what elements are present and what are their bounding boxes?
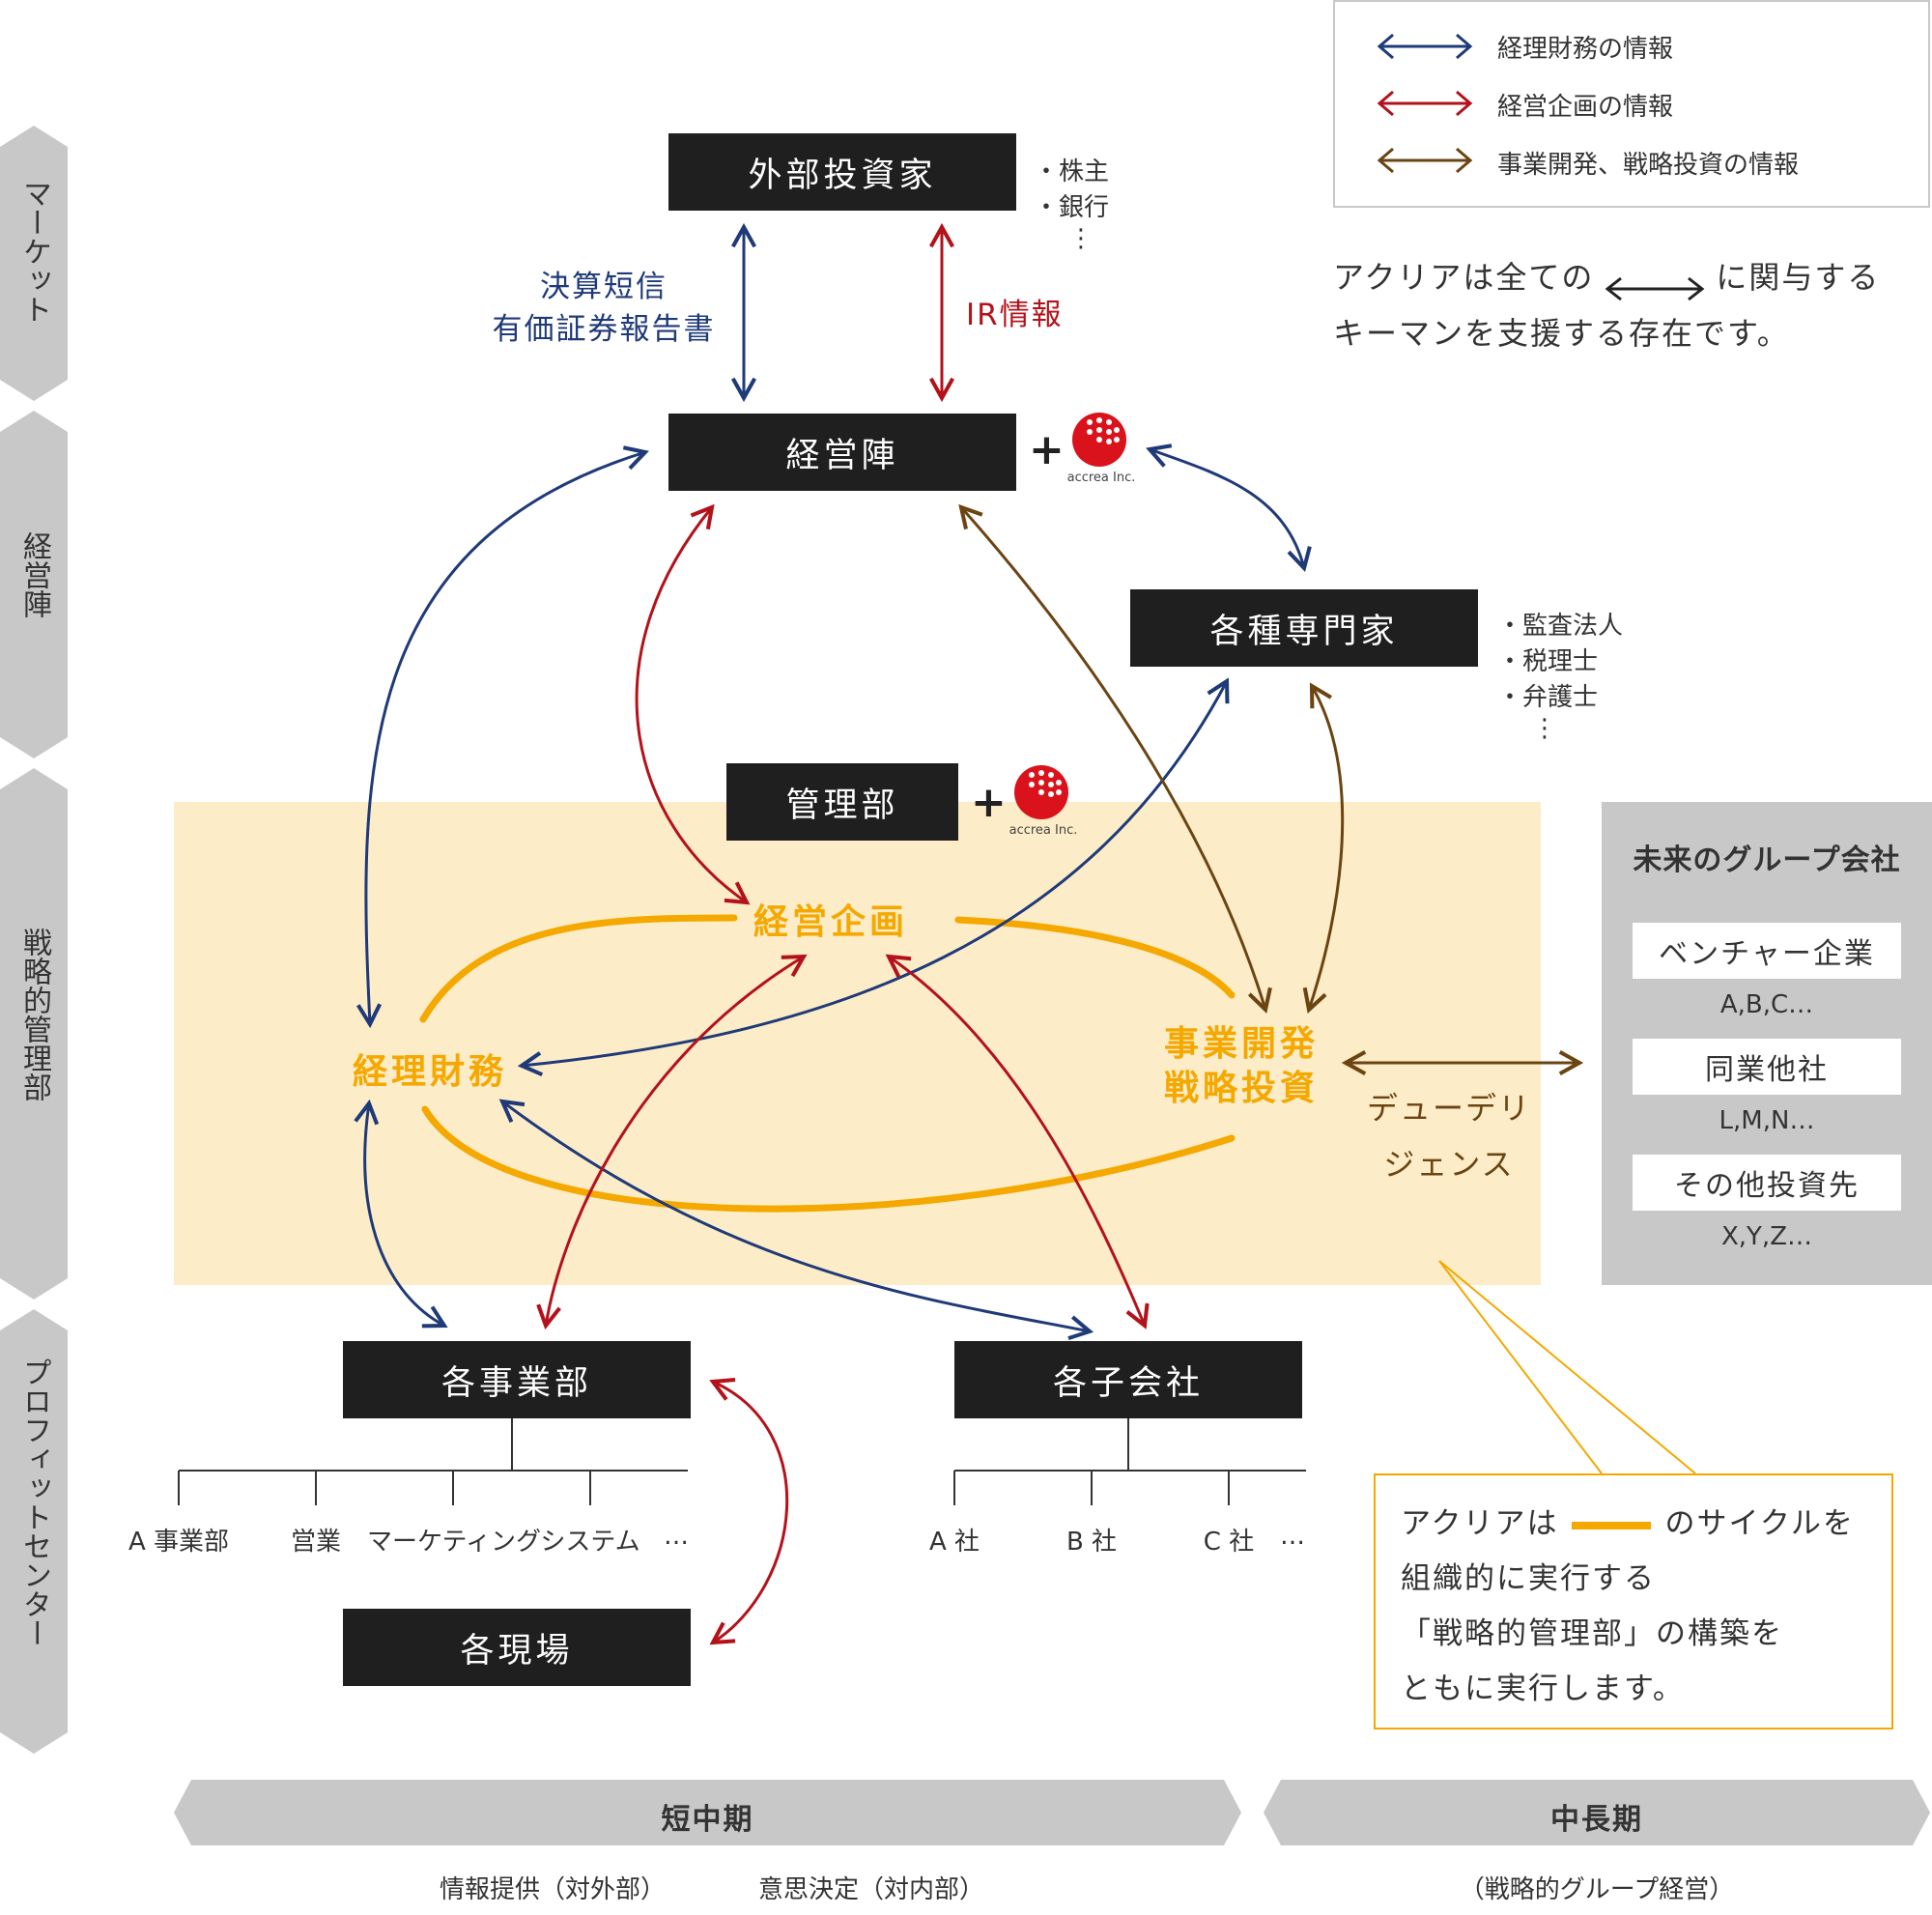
side-band-strategic <box>0 768 68 1300</box>
expert-notes: ・監査法人 ・税理士 ・弁護士 ⋮ <box>1497 609 1623 741</box>
timeline-short <box>174 1780 1241 1845</box>
division-child-system: システム <box>540 1528 640 1557</box>
box-investors: 外部投資家 <box>668 133 1016 211</box>
side-band-market <box>0 126 68 401</box>
label-financial-reports: 決算短信 有価証券報告書 <box>478 266 729 351</box>
legend-label-investment: 事業開発、戦略投資の情報 <box>1497 151 1800 180</box>
label-yuho: 有価証券報告書 <box>492 312 716 347</box>
legend-label-finance: 経理財務の情報 <box>1497 35 1674 64</box>
accrea-logo-icon <box>1072 413 1126 467</box>
future-item-competitor: 同業他社 <box>1633 1039 1901 1095</box>
subsidiary-child-more: … <box>1280 1522 1305 1551</box>
timeline-long <box>1264 1780 1930 1845</box>
legend-arrows <box>1377 33 1473 174</box>
division-child-a: A 事業部 <box>128 1528 230 1557</box>
side-band-management <box>0 411 68 758</box>
label-due-1: デューデリ <box>1366 1090 1531 1127</box>
future-item-venture: ベンチャー企業 <box>1633 923 1901 979</box>
future-group-title: 未来のグループ会社 <box>1633 843 1901 877</box>
side-label-strategic: 戦略的管理部 <box>17 928 51 1101</box>
note-arrow-icon <box>1602 265 1708 301</box>
future-item-other: その他投資先 <box>1633 1155 1901 1211</box>
label-keiri-zaimu: 経理財務 <box>353 1052 508 1092</box>
side-label-profit: プロフィットセンター <box>17 1358 51 1647</box>
plus-management: + <box>1029 425 1065 474</box>
accrea-logo-management: accrea Inc. <box>1063 411 1140 488</box>
callout-line2: 組織的に実行する <box>1401 1561 1656 1596</box>
division-child-marketing: マーケティング <box>367 1528 541 1557</box>
box-divisions: 各事業部 <box>343 1341 691 1418</box>
cycle-line-icon <box>1572 1521 1652 1529</box>
label-ir: IR情報 <box>966 298 1064 332</box>
note-top-after: に関与する <box>1716 259 1881 296</box>
box-management: 経営陣 <box>668 414 1016 491</box>
label-jigyo: 事業開発 戦略投資 <box>1164 1022 1319 1111</box>
callout-box: アクリアは のサイクルを 組織的に実行する 「戦略的管理部」の構築を ともに実行し… <box>1374 1473 1893 1729</box>
callout-line1-after: のサイクルを <box>1664 1506 1855 1541</box>
timeline-short-sub1: 情報提供（対外部） <box>440 1875 667 1904</box>
label-due-2: ジェンス <box>1383 1146 1515 1183</box>
investor-note-3: ⋮ <box>1068 224 1094 253</box>
expert-note-4: ⋮ <box>1532 714 1557 743</box>
investor-note-1: ・株主 <box>1034 157 1110 186</box>
note-top: アクリアは全ての に関与する キーマンを支援する存在です。 <box>1333 249 1932 361</box>
side-label-management: 経営陣 <box>17 531 51 618</box>
legend-label-planning: 経営企画の情報 <box>1497 93 1674 122</box>
box-sites: 各現場 <box>343 1609 691 1686</box>
note-top-line2: キーマンを支援する存在です。 <box>1333 315 1790 352</box>
callout-line3: 「戦略的管理部」の構築を <box>1401 1616 1783 1651</box>
investor-notes: ・株主 ・銀行 ⋮ <box>1034 155 1109 251</box>
label-senryaku-toushi: 戦略投資 <box>1164 1069 1320 1108</box>
callout-line4: ともに実行します。 <box>1401 1672 1685 1706</box>
note-top-before: アクリアは全ての <box>1333 259 1595 296</box>
expert-note-2: ・税理士 <box>1497 647 1599 676</box>
timeline-long-sub: （戦略的グループ経営） <box>1459 1875 1735 1904</box>
side-band-profit <box>0 1309 68 1754</box>
legend <box>1333 0 1930 208</box>
future-sub-competitor: L,M,N… <box>1719 1106 1815 1135</box>
label-kessan: 決算短信 <box>540 270 668 304</box>
label-jigyo-kaihatsu: 事業開発 <box>1164 1024 1320 1064</box>
future-sub-other: X,Y,Z… <box>1720 1222 1813 1251</box>
timeline-short-sub2: 意思決定（対内部） <box>758 1875 985 1904</box>
timeline-short-label: 短中期 <box>661 1803 754 1837</box>
expert-note-3: ・弁護士 <box>1497 683 1599 712</box>
label-keiei-kikaku: 経営企画 <box>753 902 909 942</box>
division-child-more: … <box>664 1522 689 1551</box>
timeline-long-label: 中長期 <box>1550 1803 1643 1837</box>
label-due-diligence: デューデリ ジェンス <box>1357 1080 1541 1192</box>
subsidiary-child-c: C 社 <box>1203 1528 1255 1557</box>
subsidiary-child-b: B 社 <box>1065 1528 1118 1557</box>
division-child-sales: 営業 <box>290 1528 341 1557</box>
future-sub-venture: A,B,C… <box>1719 990 1814 1019</box>
investor-note-2: ・銀行 <box>1034 193 1110 222</box>
accrea-logo-text: accrea Inc. <box>1066 471 1136 485</box>
callout-line1-before: アクリアは <box>1401 1506 1559 1541</box>
subsidiary-child-a: A 社 <box>928 1528 980 1557</box>
box-subsidiaries: 各子会社 <box>954 1341 1302 1418</box>
expert-note-1: ・監査法人 <box>1497 612 1624 641</box>
side-label-market: マーケット <box>17 179 51 324</box>
